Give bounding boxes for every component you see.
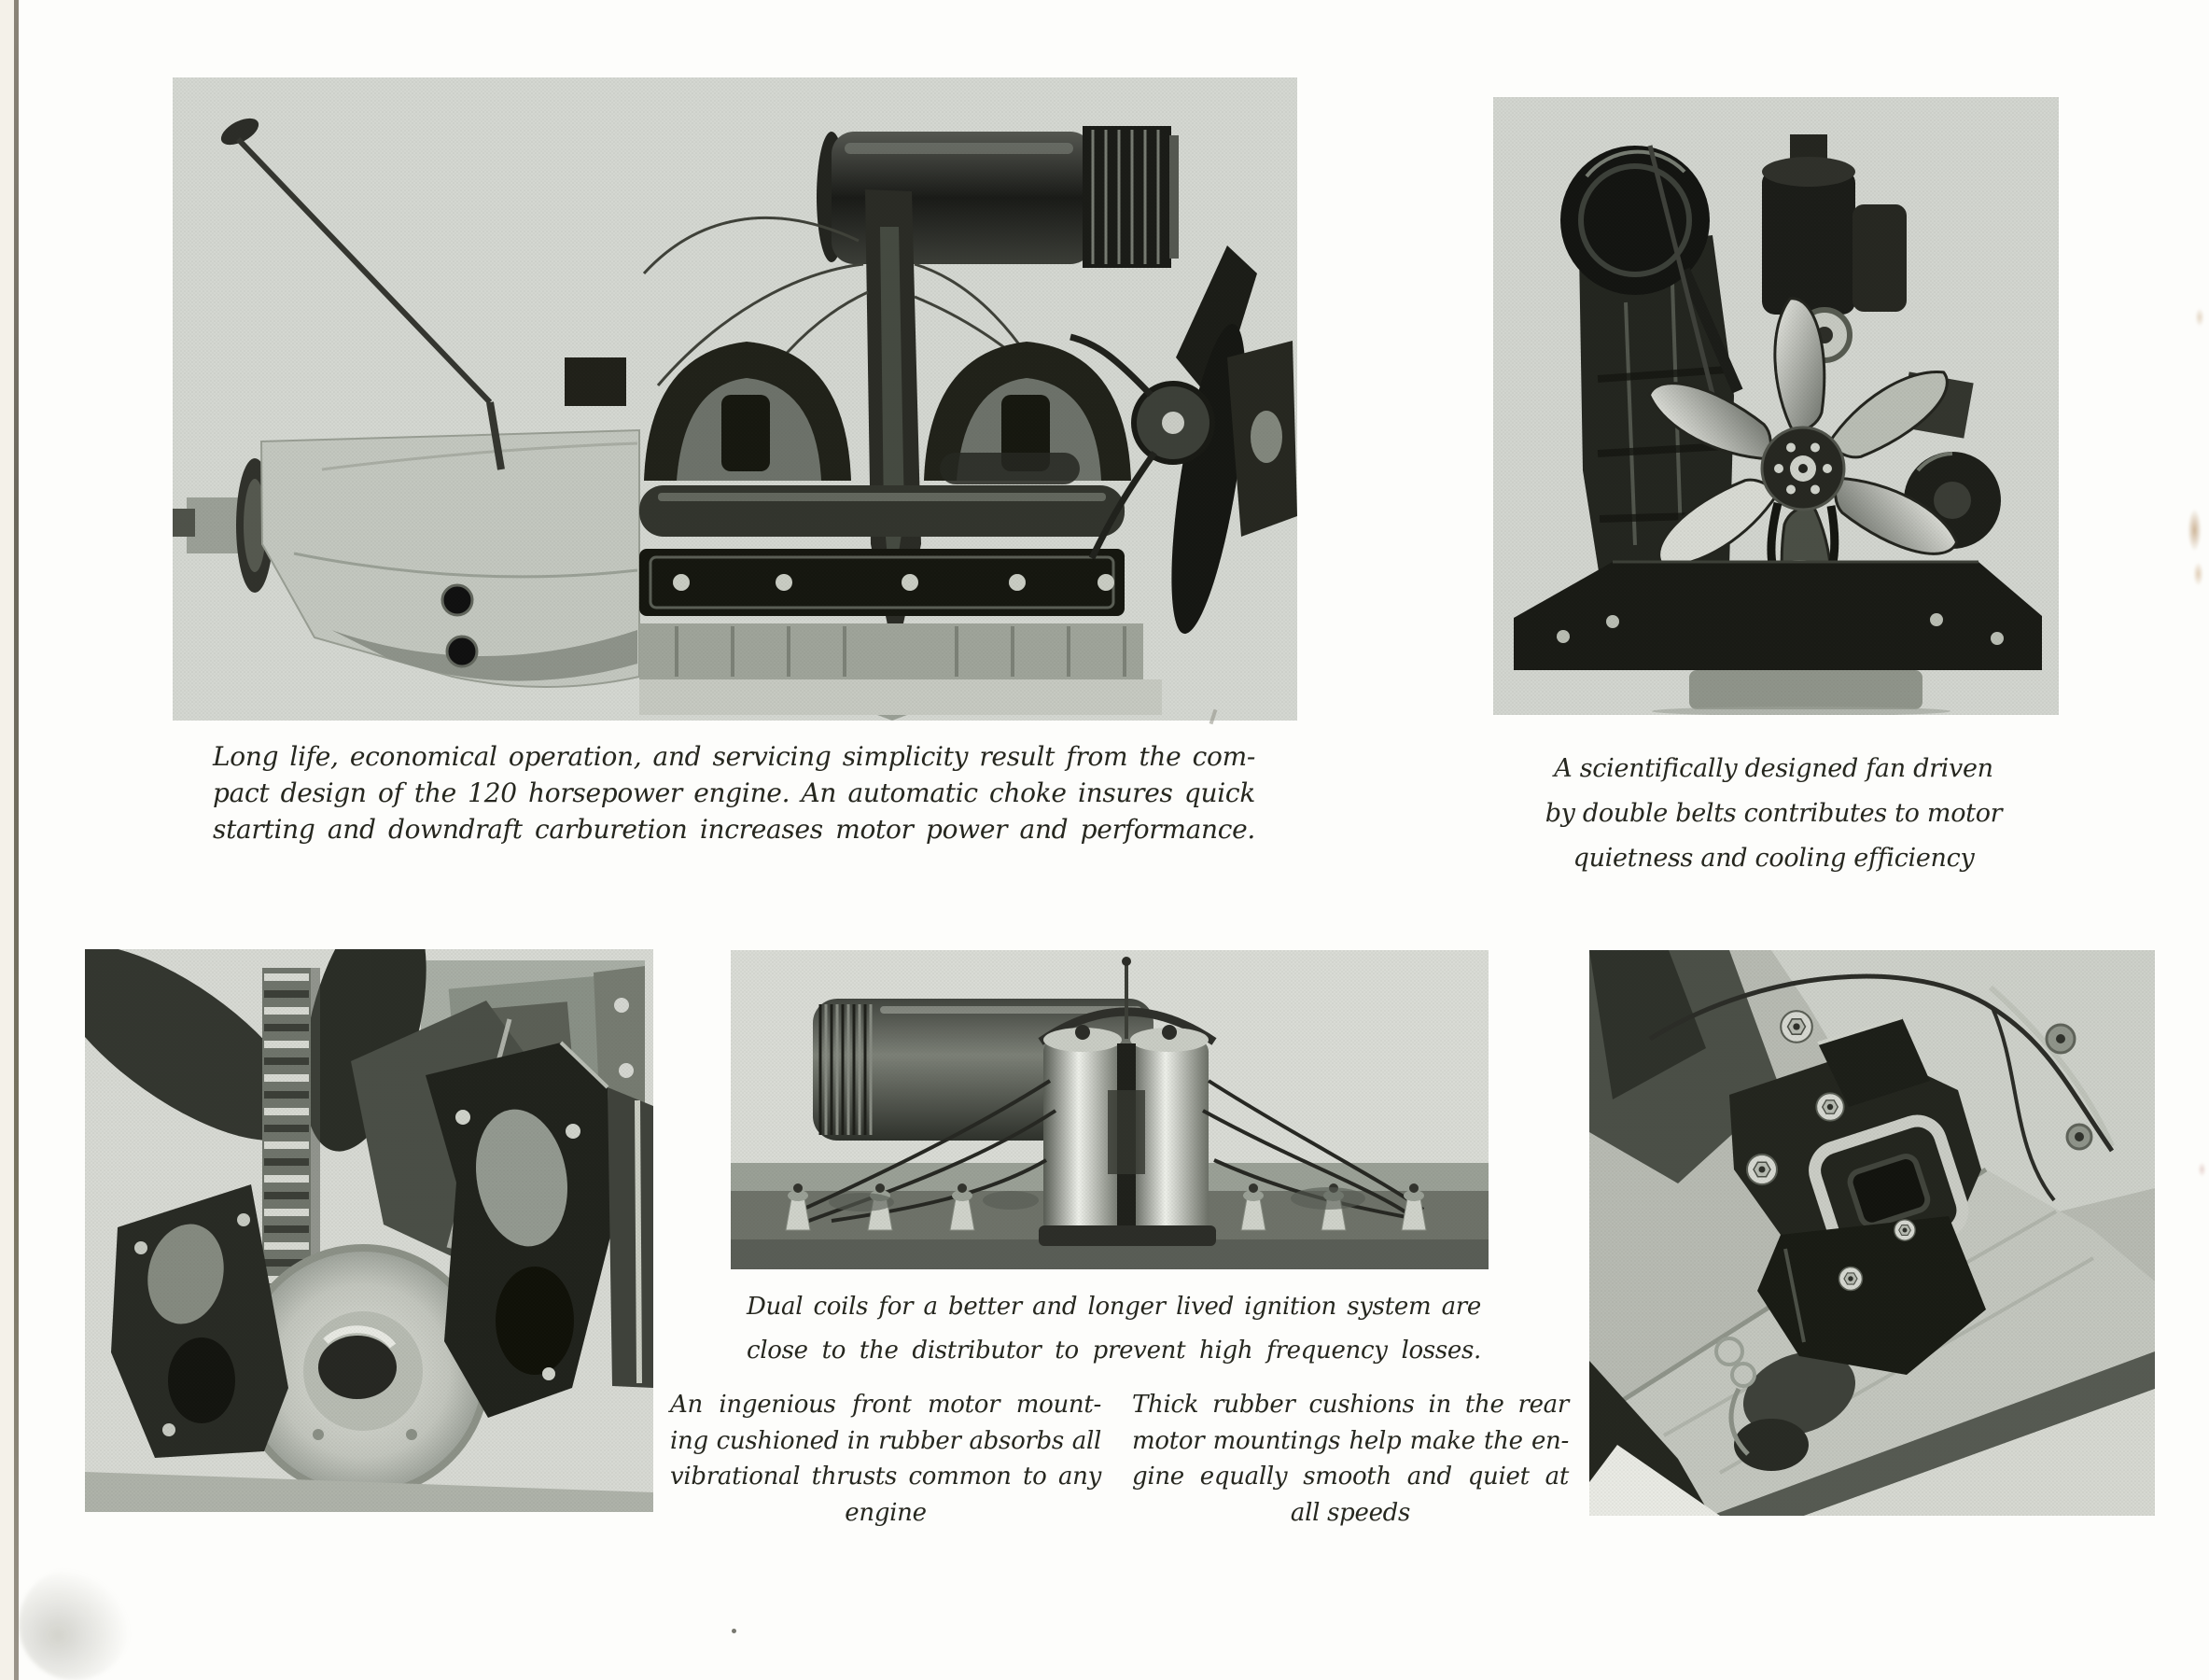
caption-line: quietness and cooling efficiency <box>1573 844 1975 873</box>
engine-side-photo <box>173 77 1297 721</box>
caption-line: starting and downdraft carburetion incre… <box>213 814 1255 845</box>
caption-line: vibrational thrusts common to any <box>670 1463 1101 1491</box>
caption-line: Long life, economical operation, and ser… <box>213 741 1255 772</box>
page-spine-edge <box>14 0 19 1680</box>
rear-mount-photo <box>1589 950 2155 1516</box>
scan-speck <box>732 1629 736 1633</box>
caption-line: ing cushioned in rubber absorbs all <box>670 1426 1101 1455</box>
front-mount-photo <box>85 949 653 1512</box>
caption-line: Dual coils for a better and longer lived… <box>747 1293 1481 1321</box>
dual-coils-photo <box>731 950 1489 1269</box>
scan-smudge <box>19 1568 131 1680</box>
caption-line: Thick rubber cushions in the rear <box>1132 1391 1569 1419</box>
caption-line: pact design of the 120 horsepower engine… <box>213 777 1255 808</box>
caption-engine-side: Long life, economical operation, and ser… <box>213 738 1255 847</box>
scan-stain <box>2198 1162 2206 1177</box>
caption-line: gine equally smooth and quiet at <box>1132 1463 1569 1491</box>
caption-dual-coils: Dual coils for a better and longer lived… <box>747 1285 1481 1373</box>
caption-line: by double belts contributes to motor <box>1545 799 2003 828</box>
caption-front-mount: An ingenious front motor mount- ing cush… <box>670 1387 1101 1531</box>
caption-line: all speeds <box>1290 1498 1411 1527</box>
fan-front-photo <box>1493 97 2059 715</box>
caption-line: close to the distributor to prevent high… <box>747 1337 1481 1365</box>
scan-stain <box>2193 562 2203 586</box>
caption-rear-mount: Thick rubber cushions in the rear motor … <box>1132 1387 1569 1531</box>
scan-stain <box>2195 308 2204 327</box>
caption-line: engine <box>845 1498 927 1527</box>
scan-stain <box>2188 509 2202 552</box>
caption-line: An ingenious front motor mount- <box>670 1391 1101 1419</box>
page-spine-strip <box>0 0 14 1680</box>
caption-line: motor mountings help make the en- <box>1132 1426 1569 1455</box>
caption-line: A scientifically designed fan driven <box>1554 754 1993 783</box>
caption-fan: A scientifically designed fan driven by … <box>1519 747 2028 881</box>
